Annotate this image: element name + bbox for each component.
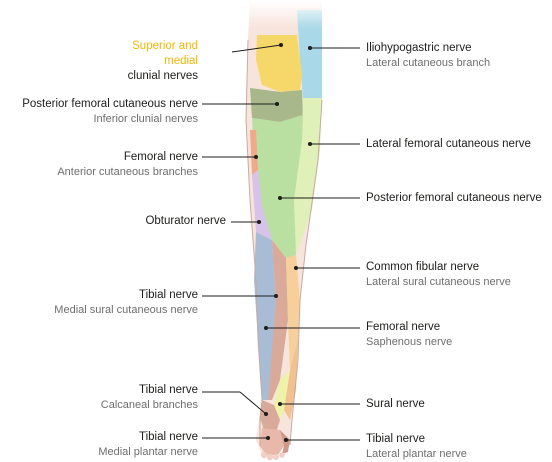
label-sub: Lateral plantar nerve [366, 447, 467, 462]
label-sub: Lateral cutaneous branch [366, 56, 490, 71]
label-obturator: Obturator nerve [145, 214, 226, 229]
label-name: Sural nerve [366, 397, 425, 412]
label-name: Lateral femoral cutaneous nerve [366, 137, 531, 152]
top-fade [240, 0, 330, 28]
label-femoral-anterior: Femoral nerve Anterior cutaneous branche… [57, 150, 198, 180]
label-name: Common fibular nerve [366, 260, 511, 275]
label-sub: Medial sural cutaneous nerve [54, 303, 198, 318]
label-tibial-medial-plantar: Tibial nerve Medial plantar nerve [98, 430, 198, 460]
label-clunial: Superior and medial clunial nerves [128, 39, 198, 84]
label-posterior-femoral-cutaneous: Posterior femoral cutaneous nerve [366, 191, 542, 206]
label-tibial-calcaneal: Tibial nerve Calcaneal branches [101, 383, 198, 413]
label-sub: Inferior clunial nerves [22, 112, 198, 127]
toe [279, 452, 285, 458]
clunial-line3: clunial nerves [128, 69, 198, 84]
label-name: Posterior femoral cutaneous nerve [366, 191, 542, 206]
label-sub: Lateral sural cutaneous nerve [366, 275, 511, 290]
toe [267, 454, 273, 460]
label-name: Iliohypogastric nerve [366, 41, 490, 56]
label-tibial-sural: Tibial nerve Medial sural cutaneous nerv… [54, 288, 198, 318]
label-tibial-lateral-plantar: Tibial nerve Lateral plantar nerve [366, 432, 467, 462]
clunial-line2: medial [128, 54, 198, 69]
label-name: Tibial nerve [54, 288, 198, 303]
label-name: Posterior femoral cutaneous nerve [22, 97, 198, 112]
toe [273, 454, 279, 460]
region-foot-medial-plantar [260, 428, 284, 455]
label-lateral-femoral-cutaneous: Lateral femoral cutaneous nerve [366, 137, 531, 152]
label-name: Tibial nerve [101, 383, 198, 398]
label-sub: Anterior cutaneous branches [57, 165, 198, 180]
label-name: Tibial nerve [366, 432, 467, 447]
label-sural: Sural nerve [366, 397, 425, 412]
label-name: Obturator nerve [145, 214, 226, 229]
clunial-line1: Superior and [128, 39, 198, 54]
label-iliohypogastric: Iliohypogastric nerve Lateral cutaneous … [366, 41, 490, 71]
label-name: Femoral nerve [57, 150, 198, 165]
label-common-fibular: Common fibular nerve Lateral sural cutan… [366, 260, 511, 290]
label-sub: Medial plantar nerve [98, 445, 198, 460]
label-sub: Saphenous nerve [366, 335, 452, 350]
label-name: Femoral nerve [366, 320, 452, 335]
label-post-fem-inferior-clunial: Posterior femoral cutaneous nerve Inferi… [22, 97, 198, 127]
label-name: Tibial nerve [98, 430, 198, 445]
label-femoral-saphenous: Femoral nerve Saphenous nerve [366, 320, 452, 350]
region-superior-medial-clunial [256, 35, 302, 92]
toe [261, 452, 267, 458]
label-sub: Calcaneal branches [101, 398, 198, 413]
